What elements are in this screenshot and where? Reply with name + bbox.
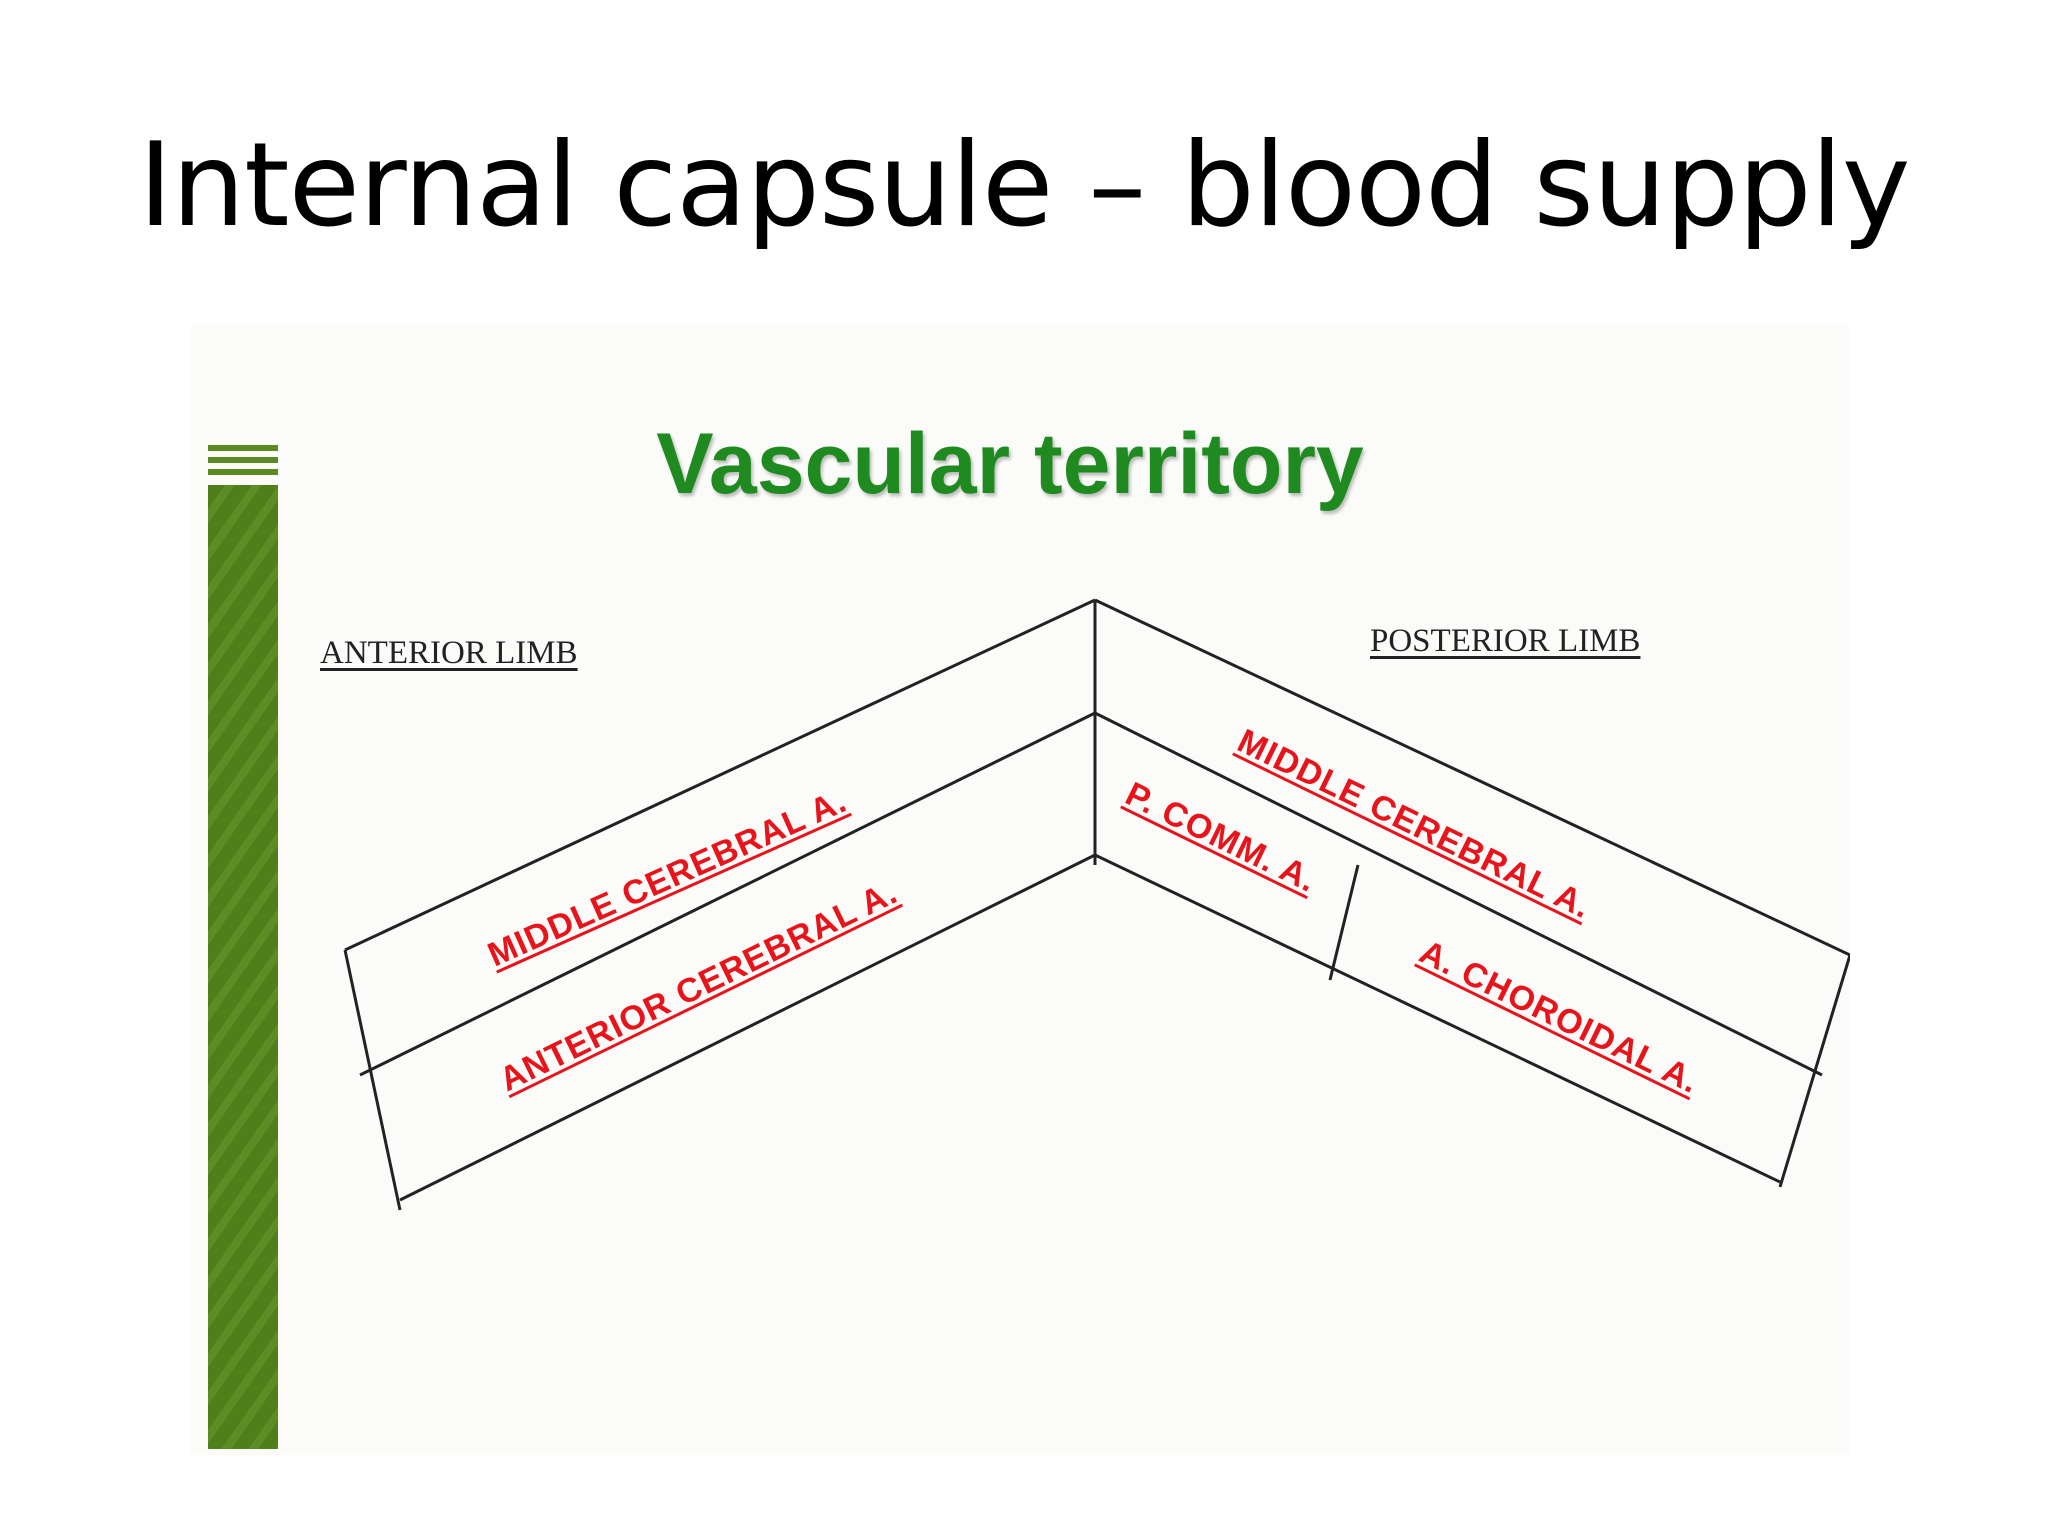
decorative-stripe — [208, 445, 278, 451]
posterior-limb-segment-divider — [1328, 864, 1360, 981]
decorative-stripe — [208, 469, 278, 475]
anterior-limb-label: ANTERIOR LIMB — [320, 635, 578, 671]
anterior-limb-end-cap — [343, 949, 402, 1211]
anterior-limb-inner-edge — [399, 853, 1096, 1202]
posterior-limb-middle-divider — [1094, 711, 1823, 1077]
posterior-limb-label: POSTERIOR LIMB — [1370, 623, 1641, 659]
posterior-limb-outer-edge — [1094, 598, 1850, 957]
decorative-stripe — [208, 457, 278, 463]
decorative-green-bar — [208, 485, 278, 1449]
posterior-limb-end-cap — [1778, 954, 1850, 1188]
posterior-limb-inner-edge — [1094, 853, 1781, 1184]
anterior-limb-middle-divider — [359, 711, 1096, 1077]
figure-heading: Vascular territory — [656, 416, 1364, 512]
anterior-limb-outer-edge — [344, 598, 1096, 952]
vascular-territory-figure: Vascular territory ANTERIOR LIMB POSTERI… — [190, 325, 1850, 1455]
internal-capsule-outline — [343, 598, 1850, 1211]
slide-title: Internal capsule – blood supply — [138, 118, 1910, 253]
